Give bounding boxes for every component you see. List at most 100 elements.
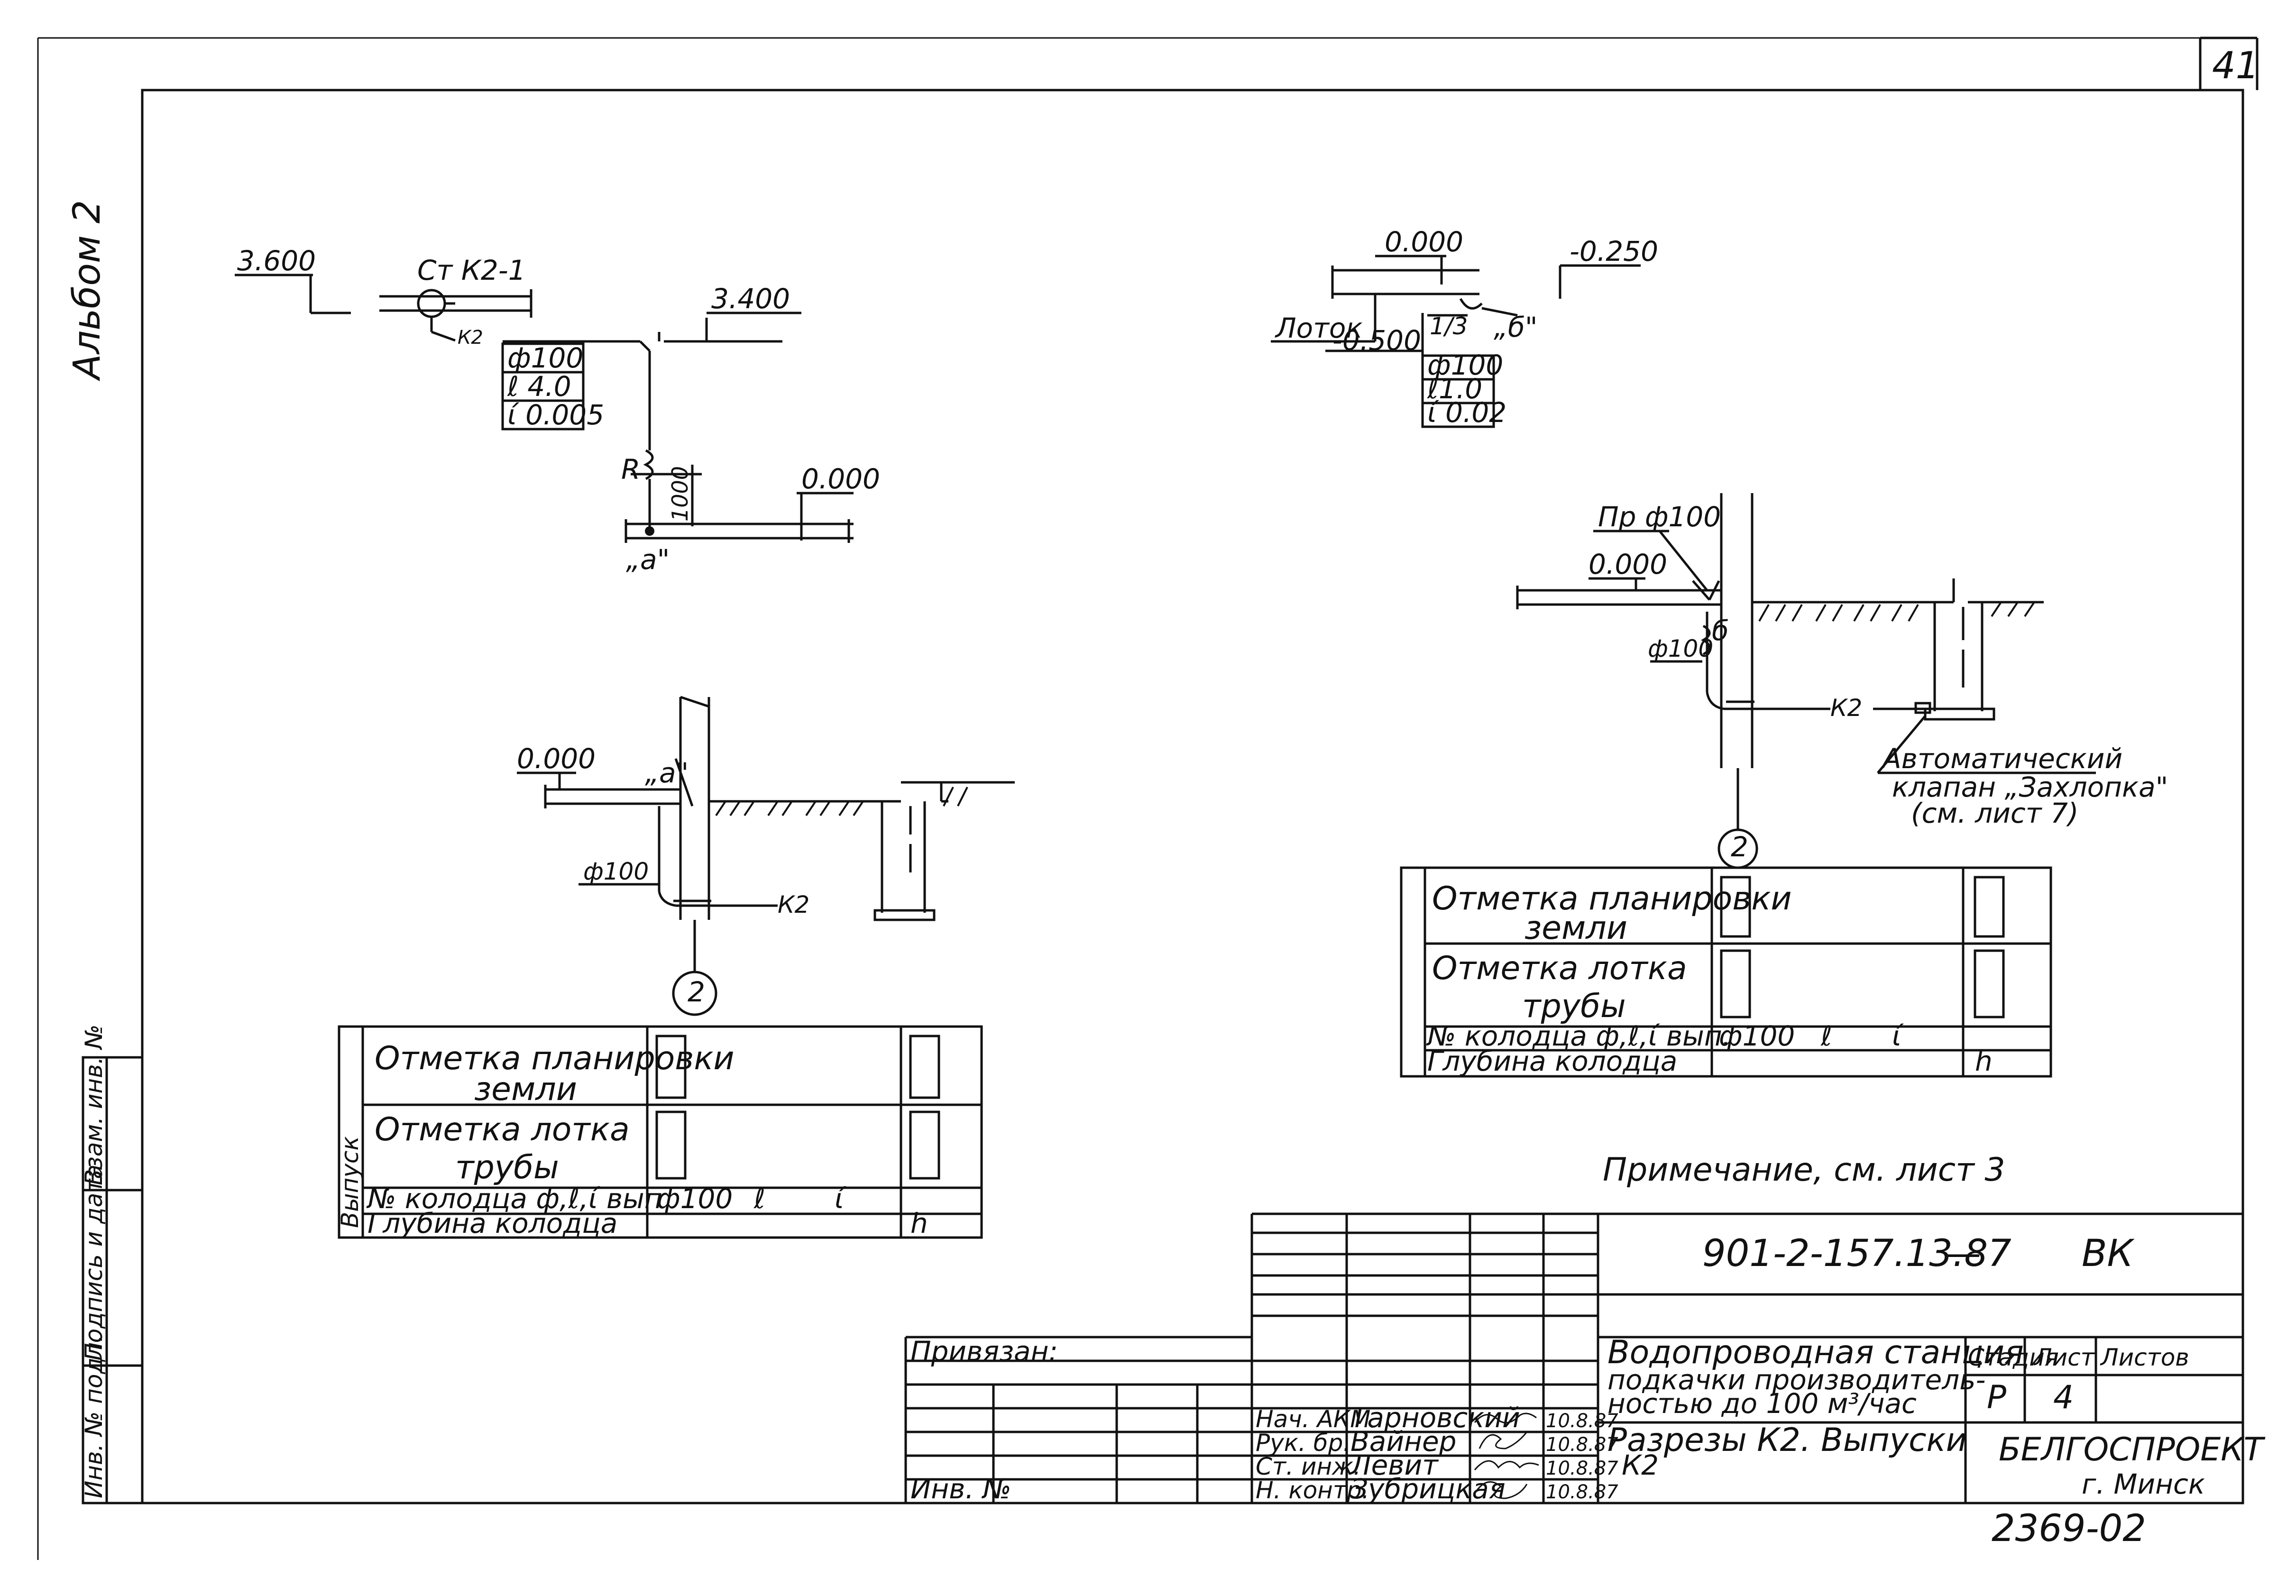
signatures [1474, 1413, 1539, 1499]
left-margin-stamp [82, 1056, 144, 1504]
diagram-a-k2: К2 [458, 327, 483, 349]
outlet-table-left [338, 1025, 983, 1239]
diagram-b-tray: Лоток [1275, 312, 1362, 344]
diagram-a-point: „а" [626, 543, 670, 576]
section-b-inlet: Пр ф100 [1598, 501, 1721, 533]
table-right-row1-a: Отметка планировки [1432, 880, 1792, 917]
table-left-h: h [910, 1207, 928, 1239]
diagram-a [235, 274, 854, 543]
table-right-row2-b: трубы [1522, 988, 1626, 1025]
title-sheet-2: К2 [1622, 1449, 1659, 1481]
title-mark: ВК [2082, 1232, 2135, 1275]
table-left-row2-a: Отметка лотка [375, 1111, 630, 1148]
title-role-4: Н. контр. [1256, 1477, 1369, 1504]
table-left-row2-b: трубы [455, 1149, 559, 1186]
diagram-a-diam: ф100 [507, 342, 583, 374]
diagram-b [1271, 255, 1641, 428]
diagram-a-r: R [621, 453, 640, 486]
title-stage-value: Р [1987, 1379, 2006, 1416]
diagram-a-length: ℓ 4.0 [507, 370, 571, 403]
outlet-table-right [1400, 866, 2052, 1078]
table-left-row1-a: Отметка планировки [375, 1040, 735, 1077]
title-name-2: Вайнер [1350, 1425, 1456, 1458]
table-right-row3: № колодца ф,ℓ,ί вып. [1426, 1020, 1731, 1052]
table-left-row3: № колодца ф,ℓ,ί вып [366, 1183, 662, 1215]
title-project-2: подкачки производитель- [1607, 1364, 1985, 1396]
table-left-row1-b: земли [474, 1071, 577, 1108]
title-role-2: Рук. бр. [1256, 1429, 1350, 1457]
table-left-row4: Глубина колодца [367, 1207, 617, 1239]
table-right-row1-b: земли [1525, 909, 1627, 947]
bottom-number: 2369-02 [1992, 1507, 2146, 1550]
title-sheet-1: Разрезы К2. Выпуски [1607, 1422, 1967, 1459]
title-date-3: 10.8.87 [1546, 1458, 1618, 1479]
title-block-lines [904, 1212, 2243, 1503]
note-text: Примечание, см. лист 3 [1603, 1151, 2005, 1189]
margin-replace-label: Взам. инв. № [80, 1025, 108, 1185]
section-b-valve-1: Автоматический [1881, 743, 2122, 775]
title-dash: — [1944, 1232, 1981, 1275]
diagram-b-tray-level: -0.500 [1332, 324, 1421, 357]
section-b-valve-3: (см. лист 7) [1911, 797, 2079, 829]
title-name-3: Левит [1350, 1449, 1439, 1481]
section-a-hatching [715, 787, 968, 816]
title-sheets-header: Листов [2100, 1344, 2189, 1371]
table-left-side: Выпуск [336, 1136, 364, 1228]
title-name-4: Зубрицкая [1350, 1473, 1506, 1505]
title-role-1: Нач. АКМ [1256, 1405, 1370, 1433]
table-right-diam: ф100 [1719, 1020, 1795, 1052]
diagram-a-level-floor: 0.000 [801, 463, 880, 495]
title-sheet-header: Лист [2033, 1344, 2095, 1371]
diagram-a-slope: ί 0.005 [507, 399, 604, 431]
section-a-well: 2 [688, 976, 705, 1008]
table-left-diam: ф100 [657, 1183, 733, 1215]
table-right-h: h [1975, 1045, 1993, 1077]
section-a-level: 0.000 [517, 743, 596, 775]
title-doc-code: 901-2-157.13.87 [1702, 1232, 2011, 1275]
title-org-city: г. Минск [2082, 1468, 2205, 1500]
table-right-row4: Глубина колодца [1427, 1045, 1677, 1077]
title-date-2: 10.8.87 [1546, 1434, 1618, 1456]
margin-inv-label: Инв. № подл. [80, 1335, 108, 1498]
table-right-l: ℓ [1820, 1020, 1832, 1052]
diagram-a-level-top: 3.600 [237, 245, 316, 277]
title-stage-header: Стадия [1968, 1344, 2059, 1371]
diagram-b-diam: ф100 [1427, 349, 1503, 381]
section-a [517, 696, 1015, 1016]
section-a-k2: К2 [778, 891, 809, 918]
section-a-diam: ф100 [583, 858, 649, 885]
title-date-1: 10.8.87 [1546, 1410, 1618, 1432]
table-right-row2-a: Отметка лотка [1432, 950, 1687, 987]
section-b-valve-2: клапан „Захлопка" [1892, 771, 2168, 803]
title-date-4: 10.8.87 [1546, 1481, 1618, 1503]
title-sheet-value: 4 [2053, 1379, 2074, 1416]
sheet-frame [37, 37, 2259, 1560]
title-role-3: Ст. инж. [1256, 1453, 1361, 1480]
diagram-b-slope: 1/3 [1430, 312, 1468, 340]
diagram-a-riser: Ст К2-1 [417, 254, 526, 286]
diagram-b-level-right: -0.250 [1570, 235, 1658, 267]
table-left-l: ℓ [753, 1183, 765, 1215]
section-b-point: б [1712, 615, 1729, 647]
section-b-k2: К2 [1830, 694, 1862, 722]
section-b-well: 2 [1731, 831, 1748, 863]
diagram-b-point: „б" [1494, 311, 1538, 343]
section-b [1516, 493, 2096, 869]
title-project-3: ностью до 100 м³/час [1607, 1387, 1917, 1420]
diagram-b-length: ℓ1.0 [1427, 373, 1482, 405]
diagram-b-slope2: ί 0.02 [1427, 396, 1506, 429]
title-org-name: БЕЛГОСПРОЕКТ [1999, 1431, 2266, 1468]
title-name-1: Тарновский [1350, 1402, 1520, 1434]
title-inv-label: Инв. № [910, 1473, 1011, 1505]
title-project-1: Водопроводная станция [1607, 1334, 2024, 1371]
title-bound-label: Привязан: [910, 1335, 1058, 1367]
diagram-a-level-pipe: 3.400 [711, 283, 790, 315]
section-b-diam: ф100 [1648, 635, 1713, 662]
table-right-i: ί [1892, 1020, 1904, 1052]
diagram-a-dim: 1000 [667, 466, 693, 522]
diagram-b-level-floor: 0.000 [1385, 226, 1463, 258]
section-b-level: 0.000 [1589, 548, 1667, 580]
section-a-point: „а" [645, 757, 689, 789]
margin-sign-label: Подпись и дата [80, 1165, 108, 1361]
